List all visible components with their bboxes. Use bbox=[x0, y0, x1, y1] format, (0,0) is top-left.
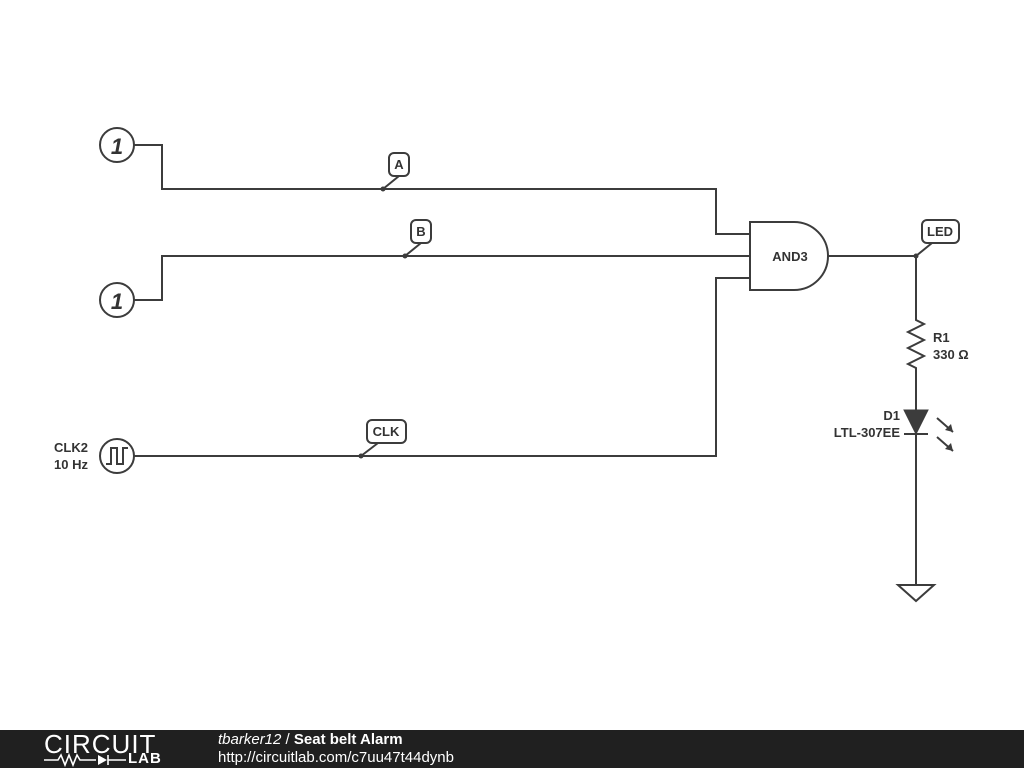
and-gate[interactable]: AND3 bbox=[749, 221, 829, 291]
diode-part: LTL-307EE bbox=[834, 425, 901, 440]
circuitlab-logo-resistor-icon bbox=[44, 753, 126, 767]
logic-input-symbol: 1 bbox=[111, 134, 123, 159]
logic-input-symbol: 1 bbox=[111, 289, 123, 314]
clock-frequency: 10 Hz bbox=[54, 457, 88, 472]
title-separator: / bbox=[285, 731, 290, 748]
wire-b[interactable] bbox=[134, 255, 750, 301]
net-label-a[interactable]: A bbox=[380, 152, 410, 192]
author-link[interactable]: tbarker12 bbox=[218, 731, 282, 748]
clock-source[interactable] bbox=[99, 438, 135, 474]
net-label-b[interactable]: B bbox=[402, 219, 432, 259]
schematic-canvas: 1 1 CLK2 10 Hz AND3 A B CLK bbox=[54, 127, 969, 603]
circuit-title-link[interactable]: Seat belt Alarm bbox=[293, 731, 403, 748]
circuitlab-logo-subtext: LAB bbox=[128, 750, 162, 767]
net-label-b-text: B bbox=[416, 224, 425, 239]
net-label-clk-text: CLK bbox=[373, 424, 400, 439]
circuitlab-logo-text: CIRCUIT bbox=[44, 729, 157, 759]
and-gate-label: AND3 bbox=[772, 249, 807, 264]
wire-clk[interactable] bbox=[134, 277, 750, 457]
wire-led[interactable] bbox=[828, 255, 917, 316]
logic-input-1-top[interactable]: 1 bbox=[99, 127, 135, 163]
circuit-url-link[interactable]: http://circuitlab.com/c7uu47t44dynb bbox=[218, 749, 454, 766]
logic-input-1-bottom[interactable]: 1 bbox=[99, 282, 135, 318]
clock-name: CLK2 bbox=[54, 440, 88, 455]
wire-a[interactable] bbox=[134, 144, 750, 235]
footer-bar: CIRCUIT LAB tbarker12 / Seat belt Alarm … bbox=[0, 730, 1024, 768]
net-label-a-text: A bbox=[394, 157, 404, 172]
diode-ref: D1 bbox=[883, 408, 900, 423]
net-label-led-text: LED bbox=[927, 224, 953, 239]
ground-symbol[interactable] bbox=[895, 584, 937, 603]
resistor-r1[interactable] bbox=[905, 316, 927, 372]
net-label-clk[interactable]: CLK bbox=[358, 419, 407, 459]
led-d1[interactable] bbox=[903, 409, 954, 452]
resistor-value: 330 Ω bbox=[933, 347, 969, 362]
resistor-ref: R1 bbox=[933, 330, 950, 345]
net-label-led[interactable]: LED bbox=[913, 219, 960, 259]
